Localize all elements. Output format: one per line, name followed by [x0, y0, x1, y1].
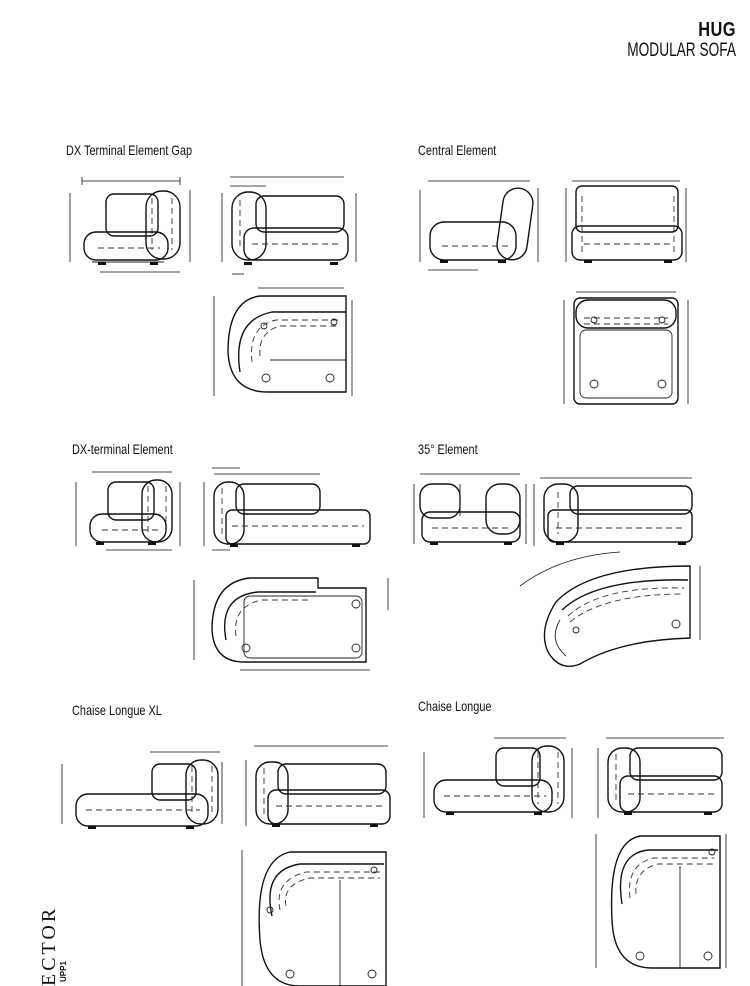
section-label-dx-terminal: DX-terminal Element: [72, 441, 173, 457]
drawing-dx-terminal-top-view: [193, 577, 389, 671]
drawing-central-top-view: [563, 291, 689, 405]
drawing-35-front-view: [533, 477, 693, 546]
drawing-central-side-view: [419, 180, 539, 271]
product-subtitle: MODULAR SOFA: [627, 40, 736, 61]
section-label-central: Central Element: [418, 142, 497, 158]
product-title: HUG: [698, 19, 736, 41]
section-label-35-element: 35° Element: [418, 441, 478, 457]
logo-wordmark: ECTOR: [38, 905, 60, 986]
drawing-gap-front-view: [221, 176, 357, 275]
drawing-chaise-xl-front-view: [245, 745, 391, 827]
section-label-chaise-longue: Chaise Longue: [418, 698, 492, 714]
drawing-chaise-top-view: [595, 834, 727, 969]
drawing-35-top-view: [519, 551, 701, 667]
drawing-central-front-view: [565, 180, 687, 263]
drawing-chaise-front-view: [597, 737, 724, 818]
drawing-35-side-view: [413, 473, 527, 545]
drawing-chaise-side-view: [423, 737, 573, 818]
brand-header: HUG MODULAR SOFA: [585, 20, 736, 60]
drawing-dx-terminal-side-view: [75, 471, 181, 551]
section-label-dx-terminal-gap: DX Terminal Element Gap: [66, 142, 193, 158]
drawing-dx-terminal-front-view: [203, 467, 371, 551]
section-label-chaise-longue-xl: Chaise Longue XL: [72, 702, 162, 718]
drawing-chaise-xl-side-view: [61, 751, 223, 829]
drawing-gap-side-view: [69, 177, 191, 273]
brand-logo: ECTOR UPP1: [38, 906, 68, 986]
drawing-gap-top-view: [213, 287, 353, 396]
drawing-chaise-xl-top-view: [241, 850, 387, 986]
